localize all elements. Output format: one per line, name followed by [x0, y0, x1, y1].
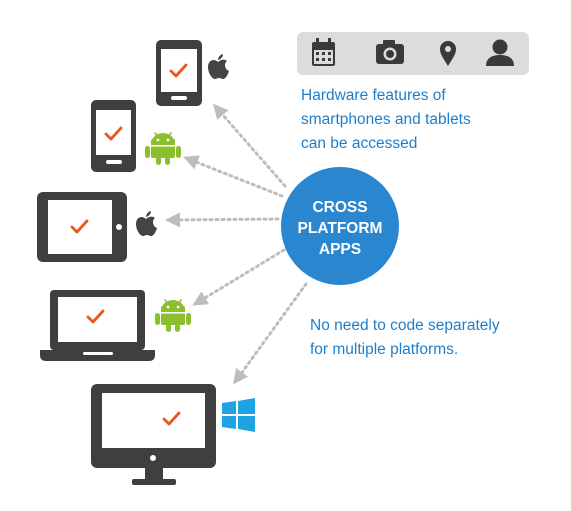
hub-label-line: CROSS	[312, 199, 368, 216]
windows-logo-icon	[222, 398, 255, 432]
caption-line: Hardware features of	[301, 87, 446, 104]
android-logo-icon	[154, 299, 192, 333]
hub-label-line: PLATFORM	[297, 220, 383, 237]
feature-toolbar	[297, 32, 529, 75]
apple-logo-icon	[136, 211, 157, 236]
cross-platform-hub	[281, 167, 399, 285]
caption-line: smartphones and tablets	[301, 111, 471, 128]
multiple-platforms-caption: No need to code separately for multiple …	[310, 314, 500, 362]
caption-line: for multiple platforms.	[310, 341, 459, 358]
tablet-device	[37, 192, 127, 262]
location-pin-icon	[440, 41, 456, 66]
smartphone-device	[156, 40, 202, 106]
check-icon	[70, 219, 89, 234]
arrow-to-desktop	[233, 282, 308, 385]
check-icon	[169, 63, 188, 78]
desktop-device	[91, 384, 216, 485]
check-icon	[104, 126, 123, 141]
check-icon	[86, 309, 105, 324]
arrow-to-phone-apple	[213, 103, 287, 188]
hub-label-line: APPS	[318, 241, 362, 258]
tablet-apple	[37, 192, 157, 262]
camera-icon	[376, 40, 404, 64]
arrow-to-phone-android	[183, 155, 284, 198]
smartphone-apple	[156, 40, 229, 106]
smartphone-device	[91, 100, 136, 172]
hub-label: CROSS PLATFORM APPS	[280, 197, 400, 260]
apple-logo-icon	[208, 54, 229, 79]
laptop-device	[40, 290, 155, 361]
caption-line: can be accessed	[301, 135, 418, 152]
hardware-features-caption: Hardware features of smartphones and tab…	[301, 84, 471, 156]
caption-line: No need to code separately	[310, 317, 500, 334]
smartphone-android	[91, 100, 182, 172]
calendar-icon	[312, 38, 335, 66]
desktop-windows	[91, 384, 255, 485]
arrow-to-laptop	[192, 248, 286, 306]
check-icon	[162, 411, 181, 426]
arrow-to-tablet	[165, 212, 280, 228]
user-icon	[486, 39, 514, 66]
laptop-android	[40, 290, 192, 361]
connector-arrows	[165, 103, 308, 385]
android-logo-icon	[144, 132, 182, 166]
